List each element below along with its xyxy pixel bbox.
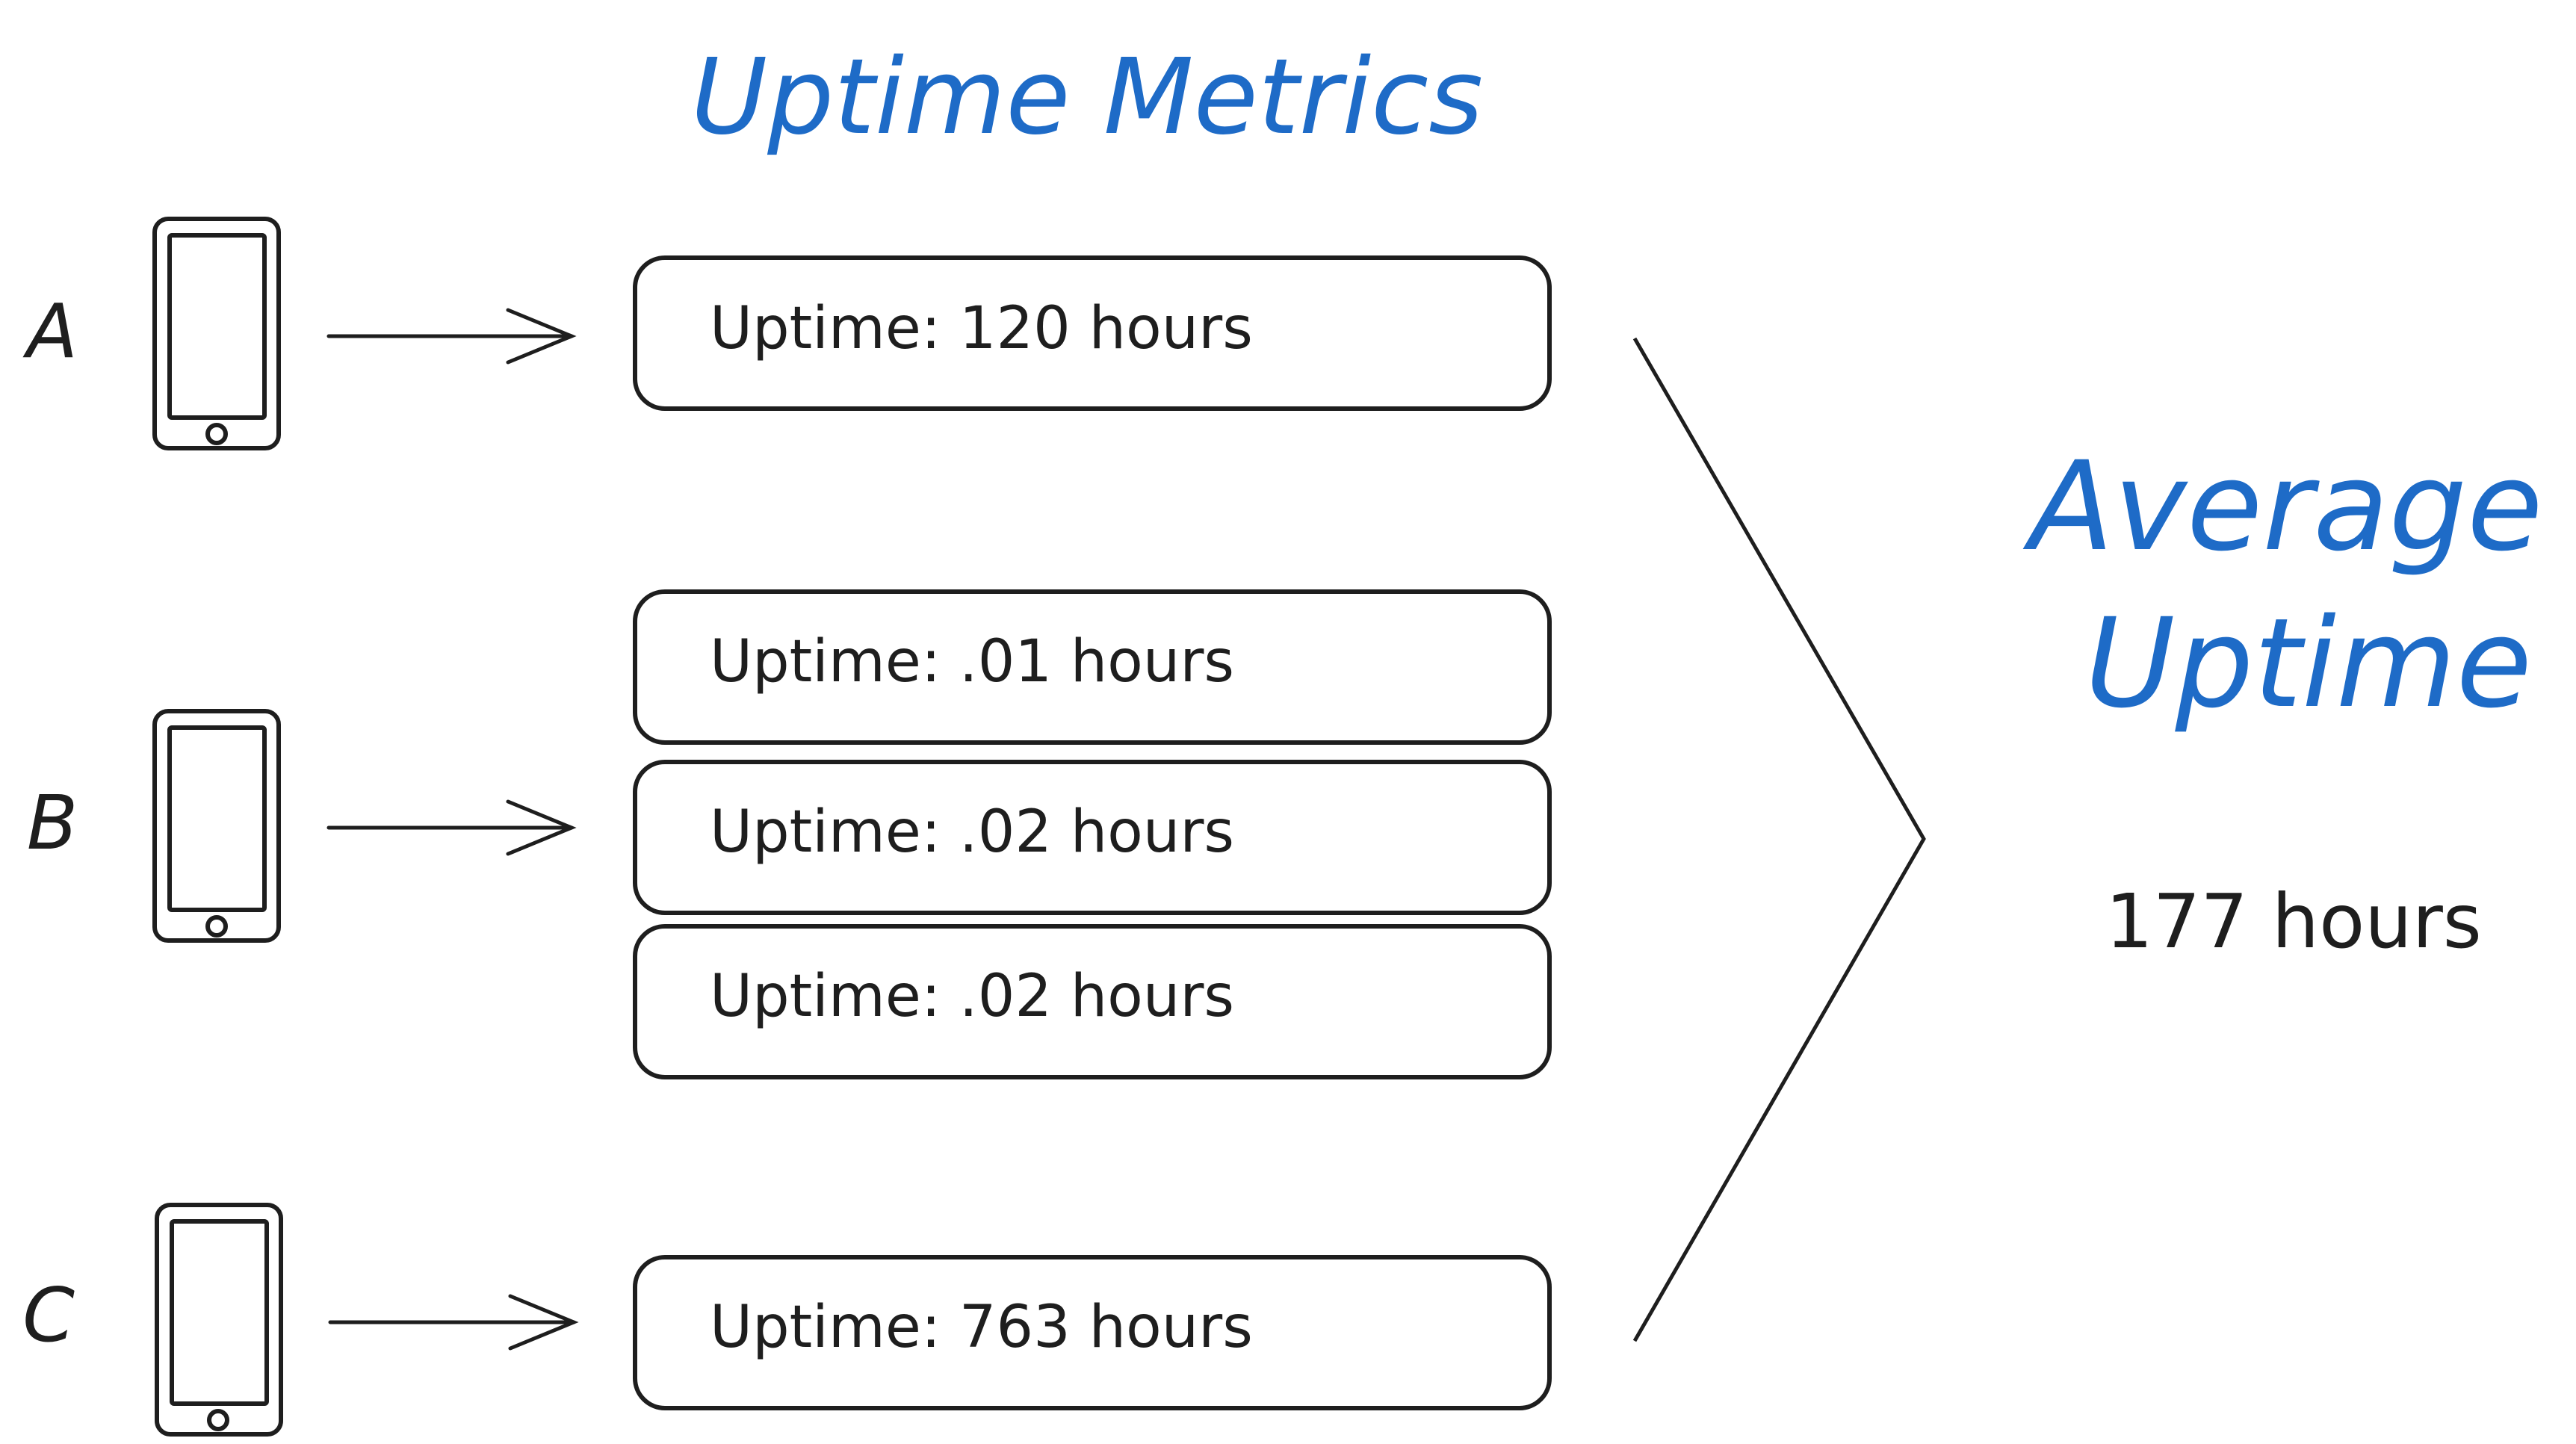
metric-text: Uptime: .01 hours [710, 628, 1234, 695]
metric-text: Uptime: .02 hours [710, 963, 1234, 1030]
metric-text: Uptime: 120 hours [710, 295, 1253, 362]
metric-text: Uptime: 763 hours [710, 1294, 1253, 1361]
smartphone-icon [152, 217, 281, 450]
arrow-a [326, 308, 577, 365]
device-label-b: B [27, 779, 78, 867]
metric-box: Uptime: 763 hours [633, 1255, 1552, 1410]
converge-bracket [1632, 337, 1926, 1342]
smartphone-icon [155, 1203, 283, 1437]
metric-box: Uptime: .02 hours [633, 760, 1552, 915]
diagram-title: Uptime Metrics [691, 37, 1483, 158]
average-heading-line1: Average [2022, 435, 2542, 578]
metric-box: Uptime: 120 hours [633, 255, 1552, 411]
metric-box: Uptime: .02 hours [633, 924, 1552, 1079]
device-label-a: A [22, 288, 78, 375]
average-heading-line2: Uptime [2085, 592, 2532, 735]
smartphone-icon [152, 709, 281, 943]
metric-box: Uptime: .01 hours [633, 589, 1552, 745]
arrow-b [326, 799, 577, 856]
arrow-c [328, 1294, 579, 1351]
metric-text: Uptime: .02 hours [710, 799, 1234, 866]
device-label-c: C [22, 1271, 75, 1359]
average-value: 177 hours [2105, 878, 2482, 965]
